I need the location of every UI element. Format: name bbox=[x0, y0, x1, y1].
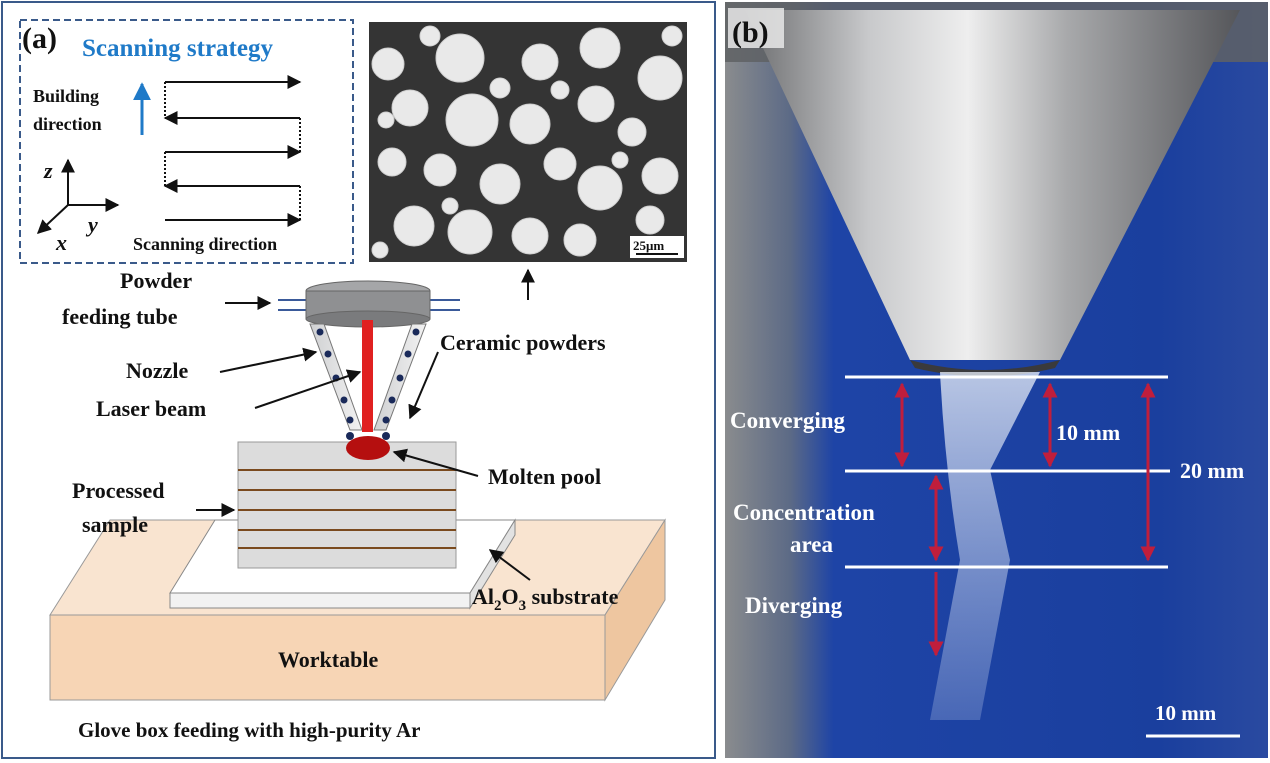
ceramic-powders-label: Ceramic powders bbox=[440, 330, 606, 355]
axis-z-label: z bbox=[43, 158, 53, 183]
worktable-label: Worktable bbox=[278, 647, 378, 672]
scanning-path bbox=[163, 75, 302, 227]
building-direction-label-2: direction bbox=[33, 114, 102, 134]
caption: Glove box feeding with high-purity Ar bbox=[78, 718, 420, 742]
scanning-strategy-inset bbox=[19, 19, 354, 264]
substrate-label: Al2O3 substrate bbox=[472, 584, 619, 614]
processed-sample bbox=[237, 441, 457, 569]
laser-beam bbox=[362, 320, 373, 432]
nozzle bbox=[278, 280, 460, 440]
dimension-arrows bbox=[894, 382, 1156, 657]
building-direction-label-1: Building bbox=[33, 86, 99, 106]
molten-pool-label: Molten pool bbox=[488, 464, 601, 489]
laser-beam-arrow bbox=[254, 369, 362, 409]
axis-y-label: y bbox=[85, 212, 98, 237]
laser-beam-label: Laser beam bbox=[96, 396, 206, 421]
scanning-direction-label: Scanning direction bbox=[133, 234, 277, 254]
nozzle-cone bbox=[745, 10, 1240, 360]
molten-pool-arrow bbox=[392, 448, 479, 477]
nozzle-arrow bbox=[219, 347, 318, 373]
molten-pool bbox=[346, 436, 390, 460]
panel-b-tag: (b) bbox=[732, 16, 769, 49]
converging-label: Converging bbox=[730, 408, 846, 433]
powder-feeding-tube-label-2: feeding tube bbox=[62, 304, 178, 329]
dim-10mm-label: 10 mm bbox=[1056, 420, 1120, 445]
sem-scale-bar-label: 25μm bbox=[633, 238, 664, 253]
powder-feeding-tube-label-1: Powder bbox=[120, 268, 192, 293]
axis-x-label: x bbox=[55, 230, 67, 255]
inset-title: Scanning strategy bbox=[82, 35, 273, 62]
ceramic-powders-arrow bbox=[408, 351, 439, 420]
substrate-arrow bbox=[488, 549, 531, 581]
panel-a-tag: (a) bbox=[22, 22, 57, 55]
diverging-label: Diverging bbox=[745, 593, 843, 618]
powder-jet bbox=[930, 372, 1040, 720]
photo-scale-bar-label: 10 mm bbox=[1155, 701, 1217, 725]
processed-sample-label-2: sample bbox=[82, 512, 148, 537]
nozzle-label: Nozzle bbox=[126, 358, 189, 383]
sem-micrograph bbox=[369, 22, 687, 262]
axes-triad bbox=[36, 158, 120, 234]
concentration-label-1: Concentration bbox=[733, 500, 875, 525]
processed-sample-label-1: Processed bbox=[72, 478, 164, 503]
panel-a: (a) Scanning strategy Building direction… bbox=[1, 1, 716, 759]
dim-20mm-label: 20 mm bbox=[1180, 458, 1244, 483]
concentration-label-2: area bbox=[790, 532, 834, 557]
panel-b: Converging 10 mm 20 mm Concentration are… bbox=[725, 2, 1268, 758]
